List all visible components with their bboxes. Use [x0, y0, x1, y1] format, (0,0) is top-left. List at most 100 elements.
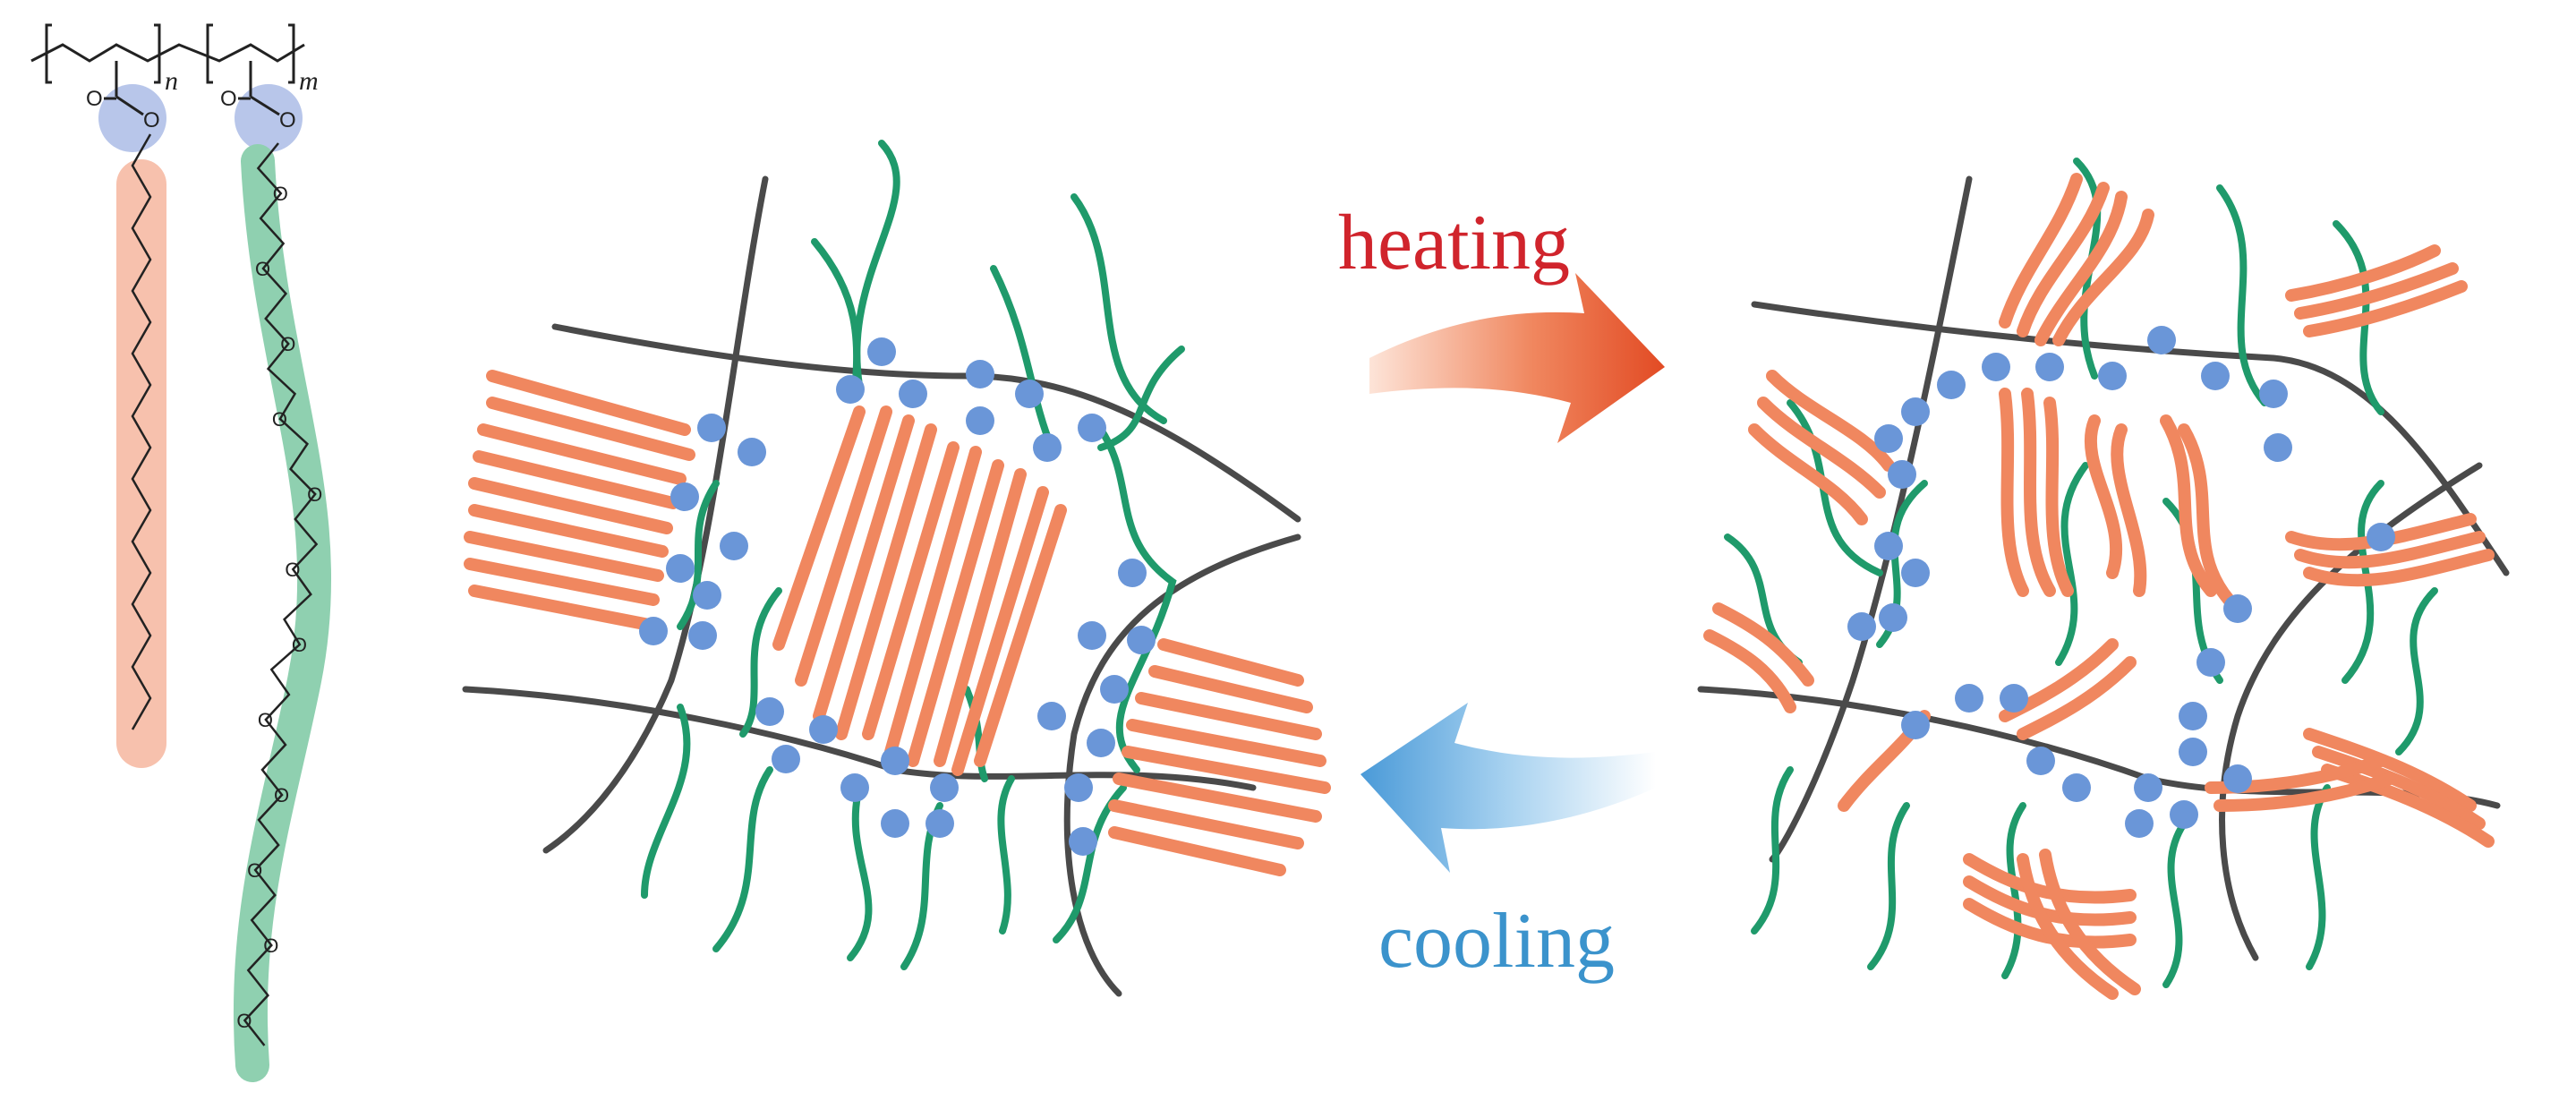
peg-strand — [2216, 184, 2268, 406]
carbonyl-oxygen-m: O — [220, 87, 237, 111]
lamella-rod — [486, 370, 691, 436]
peg-oxygen-atom: O — [247, 859, 262, 882]
disordered-chain — [2034, 191, 2128, 346]
junction-dot — [1033, 433, 1062, 462]
disordered-chain — [1757, 397, 1886, 499]
junction-dot — [1078, 414, 1106, 442]
bracket-m-right — [288, 23, 295, 84]
peg-strand — [677, 480, 720, 630]
junction-dot — [1078, 621, 1106, 650]
junction-dot — [2134, 773, 2162, 802]
junction-dot — [809, 715, 838, 744]
junction-dot — [2170, 800, 2198, 829]
junction-dot — [2035, 353, 2064, 381]
lamella-rod — [835, 423, 937, 740]
lamella-rod — [1126, 719, 1326, 767]
peg-strand — [1097, 346, 1185, 451]
peg-strand — [997, 775, 1015, 935]
bracket-n-left — [45, 23, 52, 84]
disordered-chain — [2052, 209, 2154, 346]
crystalline-network — [462, 140, 1331, 997]
network-crystalline-lamellae — [464, 370, 1331, 876]
disordered-chain — [2285, 244, 2441, 302]
junction-dot — [899, 380, 927, 408]
disordered-chain — [2303, 549, 2495, 587]
junction-dot — [1901, 711, 1930, 739]
lamella-rod — [464, 558, 660, 606]
peg-strand — [990, 265, 1055, 451]
backbone-strand — [542, 175, 769, 854]
disordered-chain — [2160, 414, 2217, 597]
bracket-m-left — [206, 23, 213, 84]
disordered-chain — [1999, 173, 2083, 329]
lamella-rod — [473, 450, 679, 509]
junction-dot — [1955, 684, 1983, 713]
junction-dot — [2000, 684, 2028, 713]
junction-dot — [1888, 460, 1916, 489]
junction-dot — [1100, 675, 1129, 704]
junction-dot — [1064, 773, 1093, 802]
peg-strand — [712, 766, 773, 952]
ester-oxygen-m: O — [279, 108, 296, 132]
peg-strand — [2055, 462, 2089, 666]
cooling-arrow-group: cooling — [1361, 703, 1656, 985]
disordered-chain — [2017, 656, 2137, 740]
heating-label: heating — [1338, 200, 1570, 286]
peg-strand — [811, 238, 861, 397]
junction-dot — [666, 554, 695, 583]
junction-dot — [1874, 532, 1903, 560]
alkyl-side-chain-zigzag — [131, 133, 152, 730]
junction-dot — [2147, 326, 2176, 354]
junction-dot — [720, 532, 748, 560]
junction-dot — [966, 406, 994, 435]
lamella-rod — [1122, 746, 1331, 794]
peg-strand — [963, 686, 988, 782]
junction-dot — [2223, 594, 2252, 623]
amorphous-network — [1697, 158, 2510, 1000]
junction-dot — [1118, 559, 1147, 587]
peg-oxygen-atom: O — [272, 408, 287, 431]
junction-dot — [925, 809, 954, 838]
backbone-strand — [1063, 533, 1301, 997]
junction-dot — [1015, 380, 1044, 408]
disordered-chain — [2294, 262, 2459, 320]
disordered-chain — [1712, 602, 1814, 687]
subscript-m: m — [299, 66, 319, 96]
lamella-rod — [477, 423, 687, 485]
lamella-rod — [486, 397, 695, 461]
lamella-rod — [951, 486, 1049, 776]
melt-junction-dots — [1847, 326, 2395, 838]
junction-dot — [1874, 424, 1903, 453]
disordered-chain — [2213, 772, 2396, 812]
heating-arrow-group: heating — [1338, 200, 1665, 443]
junction-dot — [867, 337, 896, 366]
peg-strand — [1751, 766, 1794, 935]
ester-oxygen-n: O — [143, 108, 160, 132]
peg-oxygen-atom: O — [263, 935, 278, 957]
lamella-rod — [1148, 665, 1313, 713]
junction-dot — [697, 414, 726, 442]
ester-group-m-circle — [235, 84, 303, 152]
junction-dot — [881, 747, 909, 775]
junction-dot — [772, 745, 800, 773]
lamella-rod — [464, 531, 664, 582]
junction-dot — [2201, 362, 2230, 390]
ester-bond — [250, 95, 280, 116]
peg-oxygen-atom: O — [255, 258, 270, 280]
lamella-rod — [934, 468, 1027, 767]
lamella-rod — [974, 504, 1067, 767]
junction-dot — [2062, 773, 2091, 802]
junction-dot — [2179, 738, 2207, 766]
junction-dot — [881, 809, 909, 838]
disordered-chain — [2084, 414, 2123, 579]
junction-dot — [1901, 559, 1930, 587]
junction-dot — [1937, 371, 1966, 399]
disordered-chain — [2312, 746, 2486, 830]
peg-zigzag-line — [243, 142, 319, 1046]
junction-dot — [840, 773, 869, 802]
lamella-rod — [813, 414, 915, 722]
disordered-chain — [1703, 629, 1796, 713]
disordered-chain — [1748, 423, 1868, 525]
